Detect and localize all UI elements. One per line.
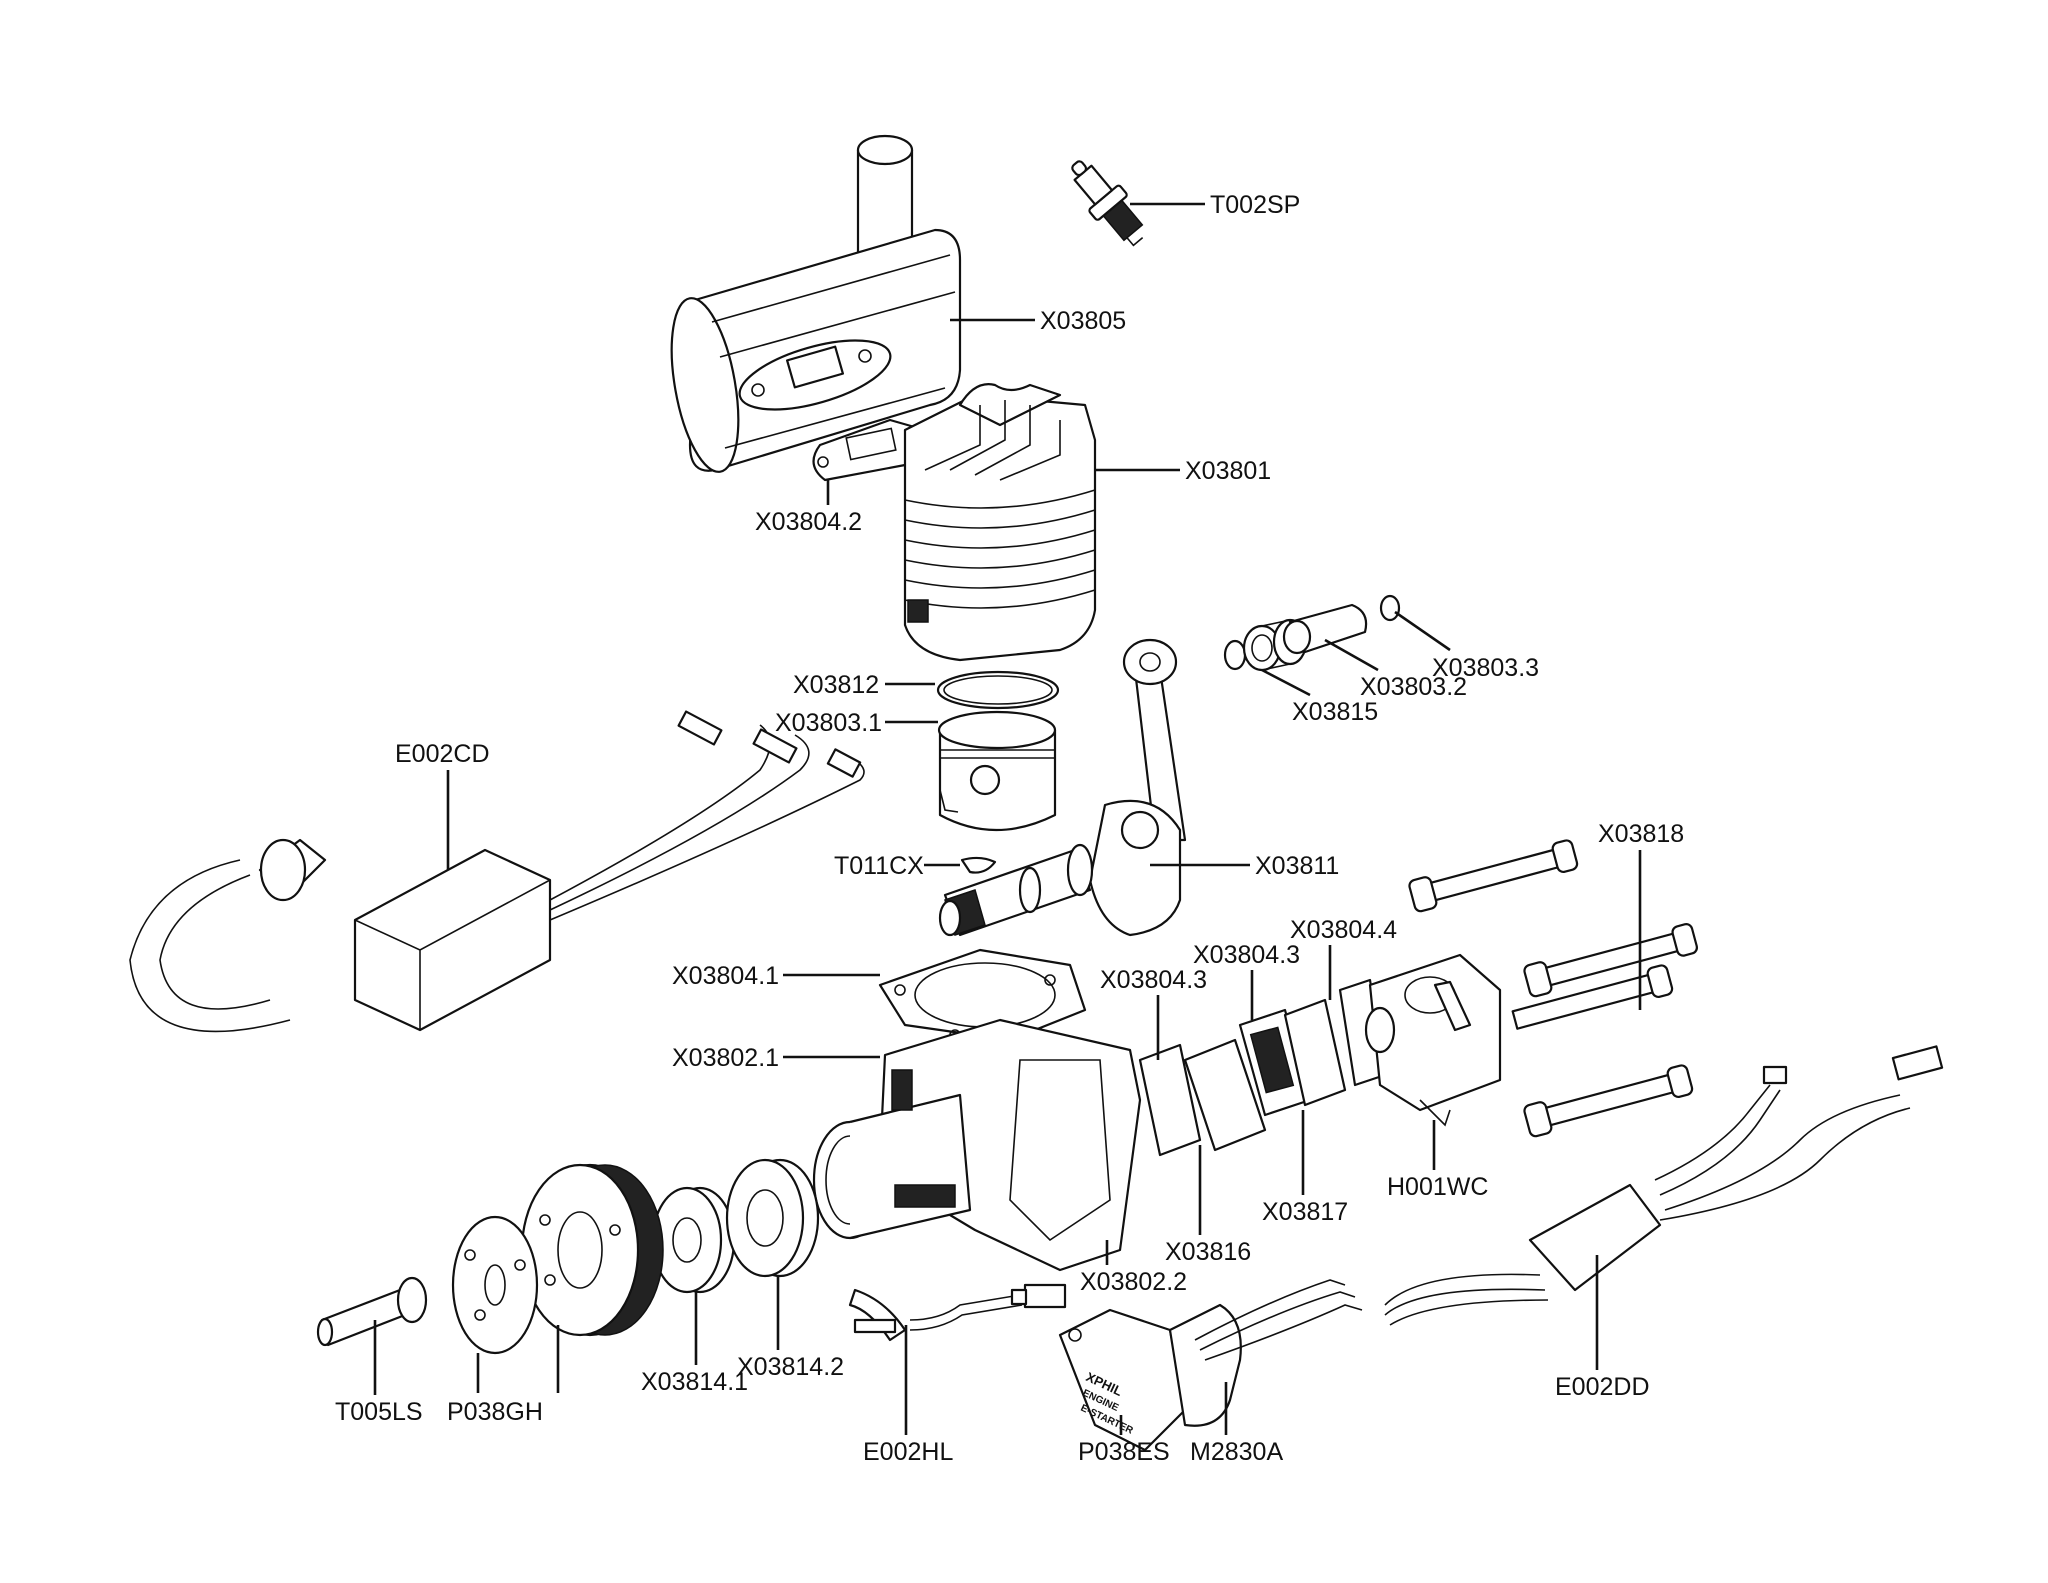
- carburetor-drawing: [1364, 953, 1502, 1127]
- label-X03803-3: X03803.3: [1432, 654, 1539, 682]
- label-X03802-1: X03802.1: [672, 1044, 779, 1072]
- part-labels: T002SP X03805 X03801 X03804.2 X03803.3 X…: [335, 191, 1684, 1466]
- piston-drawing: [937, 710, 1057, 832]
- crankshaft-drawing: [938, 638, 1187, 937]
- leader-lines: [373, 202, 1642, 1435]
- label-X03816: X03816: [1165, 1238, 1251, 1266]
- spark-plug-drawing: [1071, 160, 1144, 247]
- label-X03815: X03815: [1292, 698, 1378, 726]
- label-X03805: X03805: [1040, 307, 1126, 335]
- leader-X03803.3: [1394, 610, 1451, 652]
- starter-drawing: XPHIL ENGINE E-STARTER: [1058, 1279, 1363, 1452]
- label-X03811: X03811: [1255, 852, 1339, 880]
- label-M2830A: M2830A: [1190, 1438, 1283, 1466]
- bearing-drawings: [651, 1158, 820, 1294]
- label-X03801: X03801: [1185, 457, 1271, 485]
- label-T011CX: T011CX: [834, 852, 924, 880]
- prop-shaft-drawing: [316, 1276, 428, 1347]
- muffler-drawing: [670, 134, 962, 473]
- label-X03804-3b: X03804.3: [1100, 966, 1207, 994]
- cylinder-drawing: [903, 383, 1097, 662]
- label-E002CD: E002CD: [395, 740, 490, 768]
- label-X03803-1: X03803.1: [775, 709, 882, 737]
- label-X03814-1: X03814.1: [641, 1368, 748, 1396]
- label-X03804-3a: X03804.3: [1193, 941, 1300, 969]
- intake-assembly-drawing: [1138, 978, 1387, 1157]
- leader-X03815: [1261, 668, 1311, 697]
- label-X03804-2: X03804.2: [755, 508, 862, 536]
- label-X03817: X03817: [1262, 1198, 1348, 1226]
- starter-esc-drawing: [1384, 1045, 1944, 1326]
- label-X03818: X03818: [1598, 820, 1684, 848]
- hall-sensor-drawing: [848, 1283, 1067, 1342]
- label-X03803-2: X03803.2: [1360, 673, 1467, 701]
- label-X03814-2: X03814.2: [737, 1353, 844, 1381]
- standoff-drawings: [1408, 839, 1699, 1138]
- label-P038GH: P038GH: [447, 1398, 543, 1426]
- piston-pin-drawing: [1282, 603, 1368, 655]
- label-T005LS: T005LS: [335, 1398, 423, 1426]
- cdi-module-drawing: [129, 710, 865, 1033]
- label-E002DD: E002DD: [1555, 1373, 1650, 1401]
- pin-clip-drawing: [1379, 594, 1401, 622]
- label-H001WC: H001WC: [1387, 1173, 1488, 1201]
- leader-X03803.2: [1324, 638, 1379, 672]
- label-X03812: X03812: [793, 671, 879, 699]
- gear-hub-drawing: [451, 1163, 664, 1355]
- label-E002HL: E002HL: [863, 1438, 953, 1466]
- label-X03804-4: X03804.4: [1290, 916, 1397, 944]
- label-T002SP: T002SP: [1210, 191, 1300, 219]
- label-X03804-1: X03804.1: [672, 962, 779, 990]
- crankcase-drawing: [812, 1018, 1142, 1272]
- crankshaft-key-drawing: [960, 856, 997, 874]
- label-P038ES: P038ES: [1078, 1438, 1170, 1466]
- label-X03802-2: X03802.2: [1080, 1268, 1187, 1296]
- piston-ring-drawing: [936, 670, 1060, 710]
